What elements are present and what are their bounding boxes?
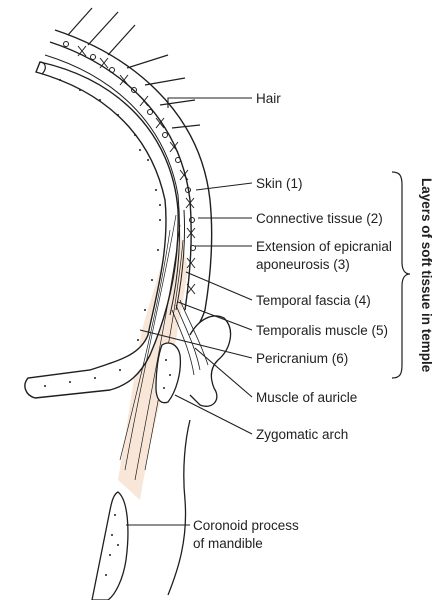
- connective-tissue-marks: [63, 41, 196, 295]
- mandible-outline: [167, 419, 191, 596]
- scalp-outer-line: [54, 29, 213, 336]
- label-zygomatic-arch: Zygomatic arch: [256, 427, 349, 442]
- zygomatic-arch: [155, 342, 182, 404]
- layers-side-label: Layers of soft tissue in temple: [419, 178, 434, 373]
- coronoid-texture: [105, 514, 119, 576]
- leader-lines: [126, 97, 253, 526]
- skull-inner-line: [39, 61, 46, 75]
- label-skin: Skin (1): [256, 176, 303, 191]
- label-pericranium: Pericranium (6): [256, 351, 349, 366]
- label-muscle-of-auricle: Muscle of auricle: [256, 390, 358, 405]
- label-coronoid-line1: Coronoid process: [193, 518, 299, 533]
- leader-auricle: [194, 347, 253, 398]
- temporal-fascia-line: [175, 209, 186, 311]
- pericranium-line: [44, 54, 181, 316]
- label-temporalis-muscle: Temporalis muscle (5): [256, 323, 389, 338]
- layers-brace: [391, 171, 411, 379]
- label-coronoid-line2: of mandible: [193, 536, 263, 551]
- leader-temporal-fascia: [185, 271, 253, 301]
- skull-bone: [24, 61, 179, 399]
- coronoid-process: [91, 491, 129, 600]
- label-hair: Hair: [256, 91, 281, 106]
- leader-hair: [167, 97, 252, 108]
- leader-zygomatic: [174, 394, 253, 435]
- label-aponeurosis-line1: Extension of epicranial: [256, 239, 392, 254]
- label-temporal-fascia: Temporal fascia (4): [256, 293, 371, 308]
- label-connective-tissue: Connective tissue (2): [256, 211, 383, 226]
- leader-temporalis: [177, 301, 253, 331]
- label-aponeurosis-line2: aponeurosis (3): [256, 257, 350, 272]
- hair-strands: [67, 7, 201, 129]
- zygomatic-texture: [163, 359, 171, 389]
- leader-skin: [195, 182, 253, 191]
- leader-pericranium: [139, 329, 253, 359]
- bone-texture-dots: [44, 79, 161, 387]
